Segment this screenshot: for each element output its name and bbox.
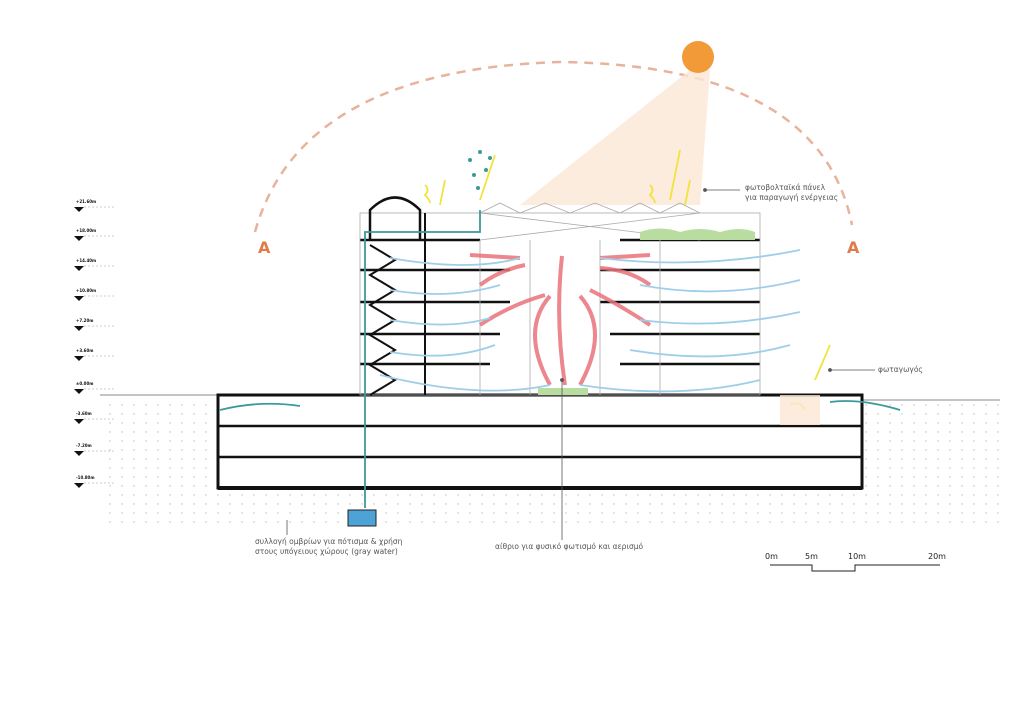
section-mark-right: A: [847, 238, 860, 257]
level-label: +10.80m: [76, 288, 97, 293]
pv-panel-label: φωτοβολταϊκά πάνελ για παραγωγή ενέργεια…: [745, 183, 838, 203]
level-marker-icon: [74, 419, 84, 424]
level-label: -3.60m: [76, 411, 92, 416]
level-label: -10.80m: [76, 475, 95, 480]
rain-label-line1: συλλογή ομβρίων για πότισμα & χρήση: [255, 537, 403, 546]
lightwell-label: φωταγωγός: [878, 365, 923, 374]
level-label: +14.40m: [76, 258, 97, 263]
rain-label-line2: στους υπόγειους χώρους (gray water): [255, 547, 398, 556]
scale-bar: [770, 564, 940, 572]
level-marker-icon: [74, 207, 84, 212]
level-marker-icon: [74, 389, 84, 394]
level-marker-icon: [74, 326, 84, 331]
level-marker-icon: [74, 236, 84, 241]
level-label: +7.20m: [76, 318, 94, 323]
scale-5: 5m: [805, 552, 818, 561]
rainwater-label: συλλογή ομβρίων για πότισμα & χρήση στου…: [255, 537, 402, 557]
level-label: +21.60m: [76, 199, 97, 204]
sunlight-cone: [520, 70, 710, 205]
level-marker-icon: [74, 266, 84, 271]
level-marker-icon: [74, 296, 84, 301]
level-marker-icon: [74, 356, 84, 361]
ground-dots: [109, 404, 999, 523]
rainwater-tank: [347, 509, 377, 527]
sun-path-arc: [253, 60, 854, 233]
level-label: +3.60m: [76, 348, 94, 353]
basement: [216, 393, 864, 490]
level-label: ±0.00m: [76, 381, 94, 386]
pv-label-line2: για παραγωγή ενέργειας: [745, 193, 839, 202]
section-mark-left: A: [258, 238, 271, 257]
rain-drops-icon: [468, 150, 492, 190]
warm-air-arrows: [469, 253, 652, 386]
level-label: +18.00m: [76, 228, 97, 233]
scale-0: 0m: [765, 552, 778, 561]
atrium-label: αίθριο για φυσικό φωτισμό και αερισμό: [495, 542, 644, 551]
cool-air-flows: [379, 249, 801, 393]
scale-20: 20m: [928, 552, 946, 561]
level-marker-icon: [74, 483, 84, 488]
pv-label-line1: φωτοβολταϊκά πάνελ: [745, 183, 826, 192]
stair-dome: [368, 196, 422, 240]
sun-icon: [682, 41, 714, 73]
level-label: -7.20m: [76, 443, 92, 448]
level-marker-icon: [74, 451, 84, 456]
scale-10: 10m: [848, 552, 866, 561]
